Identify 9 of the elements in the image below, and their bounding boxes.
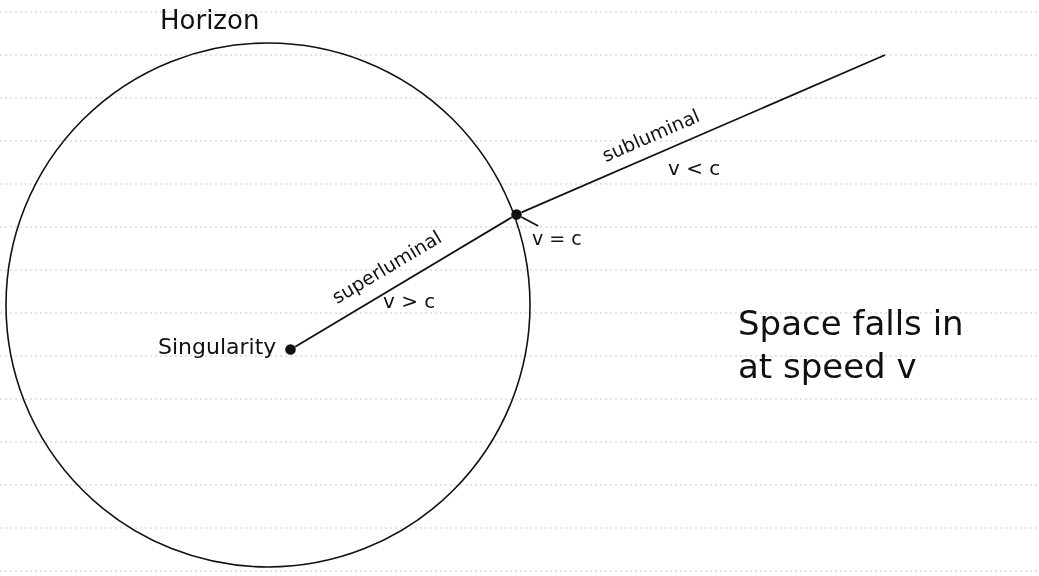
leader-line (520, 216, 540, 227)
speed-note: v = c (532, 226, 582, 250)
point-dot (511, 209, 522, 220)
singularity-label: Singularity (158, 335, 277, 360)
radial-line (520, 54, 886, 214)
note-text: Space falls in at speed v (738, 302, 965, 387)
speed-label: v < c (668, 157, 721, 179)
radial-line (294, 216, 513, 348)
horizon-label: Horizon (160, 6, 260, 35)
